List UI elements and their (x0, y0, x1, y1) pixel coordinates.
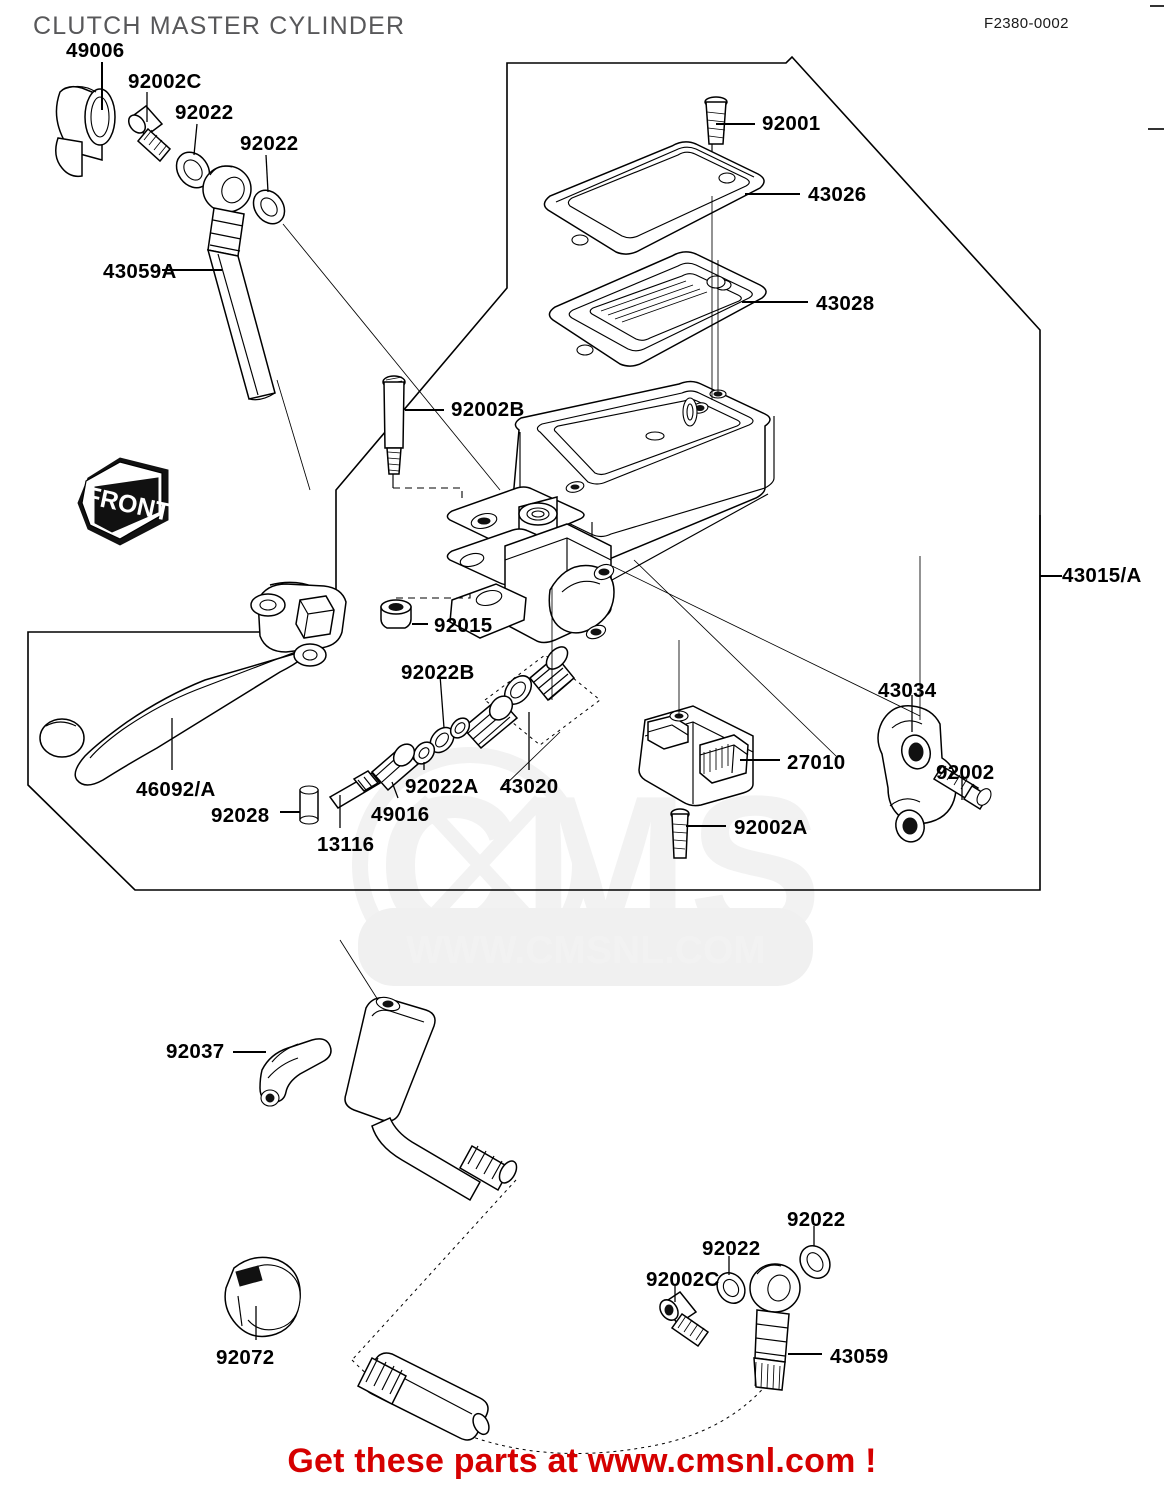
part-label-clamp-bolt: 92002 (936, 761, 995, 784)
part-label-dust-seal: 49016 (371, 803, 430, 826)
part-label-washer-piston: 92022B (401, 661, 475, 684)
watermark-band-text: WWW.CMSNL.COM (406, 929, 766, 972)
part-label-washer-rod: 92022A (405, 775, 479, 798)
part-92022b-washer-2 (449, 717, 471, 739)
part-label-hose-clamp: 92037 (166, 1040, 225, 1063)
lower-hose-assembly (344, 996, 779, 1454)
part-92015-nut (380, 599, 412, 629)
leader-lines (101, 62, 1062, 1355)
part-label-washer-lower: 92022 (240, 132, 299, 155)
part-label-pivot-bolt: 92002B (451, 398, 525, 421)
spring-coils (533, 661, 572, 701)
part-92022-lower-a (716, 1272, 746, 1304)
part-43026-cap (543, 141, 765, 255)
part-92028-bushing (299, 785, 319, 825)
part-92072-clip (224, 1256, 301, 1338)
lower-end-rings (754, 1323, 789, 1357)
watermark-band: WWW.CMSNL.COM (358, 908, 813, 986)
part-92022-lower-b (799, 1245, 831, 1279)
part-49016-seal (370, 743, 420, 792)
lower-end-knurl (754, 1361, 781, 1390)
part-label-banjo-bolt: 92002C (128, 70, 202, 93)
part-27010-switch (638, 705, 754, 807)
part-label-piston-assembly: 43020 (500, 775, 559, 798)
part-43059-lower-end (749, 1263, 801, 1391)
bolt-thread (387, 451, 402, 472)
clamp-bolt-thread (939, 765, 975, 795)
part-43028-diaphragm (548, 251, 767, 367)
part-13116-pushrod (328, 770, 382, 809)
part-label-reservoir-diaphragm: 43028 (816, 292, 875, 315)
assembly-boundary (27, 55, 1041, 891)
part-92002a-bolt (670, 808, 690, 859)
lower-bolt-thread (677, 1315, 705, 1341)
part-label-push-rod: 13116 (317, 833, 375, 856)
part-label-screw-cap: 92001 (762, 112, 821, 135)
registration-ticks (1148, 5, 1164, 130)
part-label-washer-upper: 92022 (175, 101, 234, 124)
part-label-clutch-lever: 46092/A (136, 778, 216, 801)
master-cylinder-body (446, 486, 615, 644)
screw-thread (706, 111, 726, 139)
part-label-band-clip: 92072 (216, 1346, 275, 1369)
part-label-switch-bolt: 92002A (734, 816, 808, 839)
part-46092a-lever (39, 581, 347, 786)
part-43059a-hose (202, 165, 276, 401)
part-92002c-upper (127, 104, 172, 163)
page-title: CLUTCH MASTER CYLINDER (33, 12, 406, 40)
sheet-code: F2380-0002 (984, 15, 1069, 32)
part-label-lever-nut: 92015 (434, 614, 493, 637)
footer-cta: Get these parts at www.cmsnl.com ! (287, 1442, 877, 1480)
part-92002b-bolt (382, 375, 406, 488)
part-43020-piston-assembly (461, 646, 601, 750)
part-label-elbow-joint: 49006 (66, 39, 125, 62)
lower-crimp-rings (467, 1145, 503, 1180)
part-49006-elbow (55, 85, 116, 178)
part-label-washer-lower-a: 92022 (702, 1237, 761, 1260)
bolt-a-thread (672, 823, 688, 850)
part-label-clutch-hose-lower: 43059 (830, 1345, 889, 1368)
part-92002c-lower (659, 1290, 710, 1348)
part-92022-upper (175, 151, 211, 189)
connector-hatch (703, 744, 729, 774)
assembly-callout-label: 43015/A (1062, 564, 1142, 587)
thread-hatch (143, 129, 168, 156)
part-label-handlebar-clamp: 43034 (878, 679, 937, 702)
front-badge: FRONT (77, 457, 173, 546)
part-92002-bolt (932, 764, 992, 811)
part-92022-lower (252, 189, 286, 225)
part-label-washer-lower-b: 92022 (787, 1208, 846, 1231)
part-label-clutch-hose-upper: 43059A (103, 260, 177, 283)
part-label-bushing: 92028 (211, 804, 270, 827)
part-label-clutch-switch: 27010 (787, 751, 846, 774)
part-label-banjo-bolt-lower: 92002C (646, 1268, 720, 1291)
part-label-reservoir-cap: 43026 (808, 183, 867, 206)
watermark-band-bg (358, 908, 813, 986)
bottom-crimp-rings (365, 1357, 403, 1395)
part-43034-clamp (877, 705, 957, 843)
part-92037-clamp (259, 1038, 332, 1107)
crimp-rings (209, 219, 244, 252)
watermark-group: CMS WWW.CMSNL.COM (352, 747, 822, 986)
